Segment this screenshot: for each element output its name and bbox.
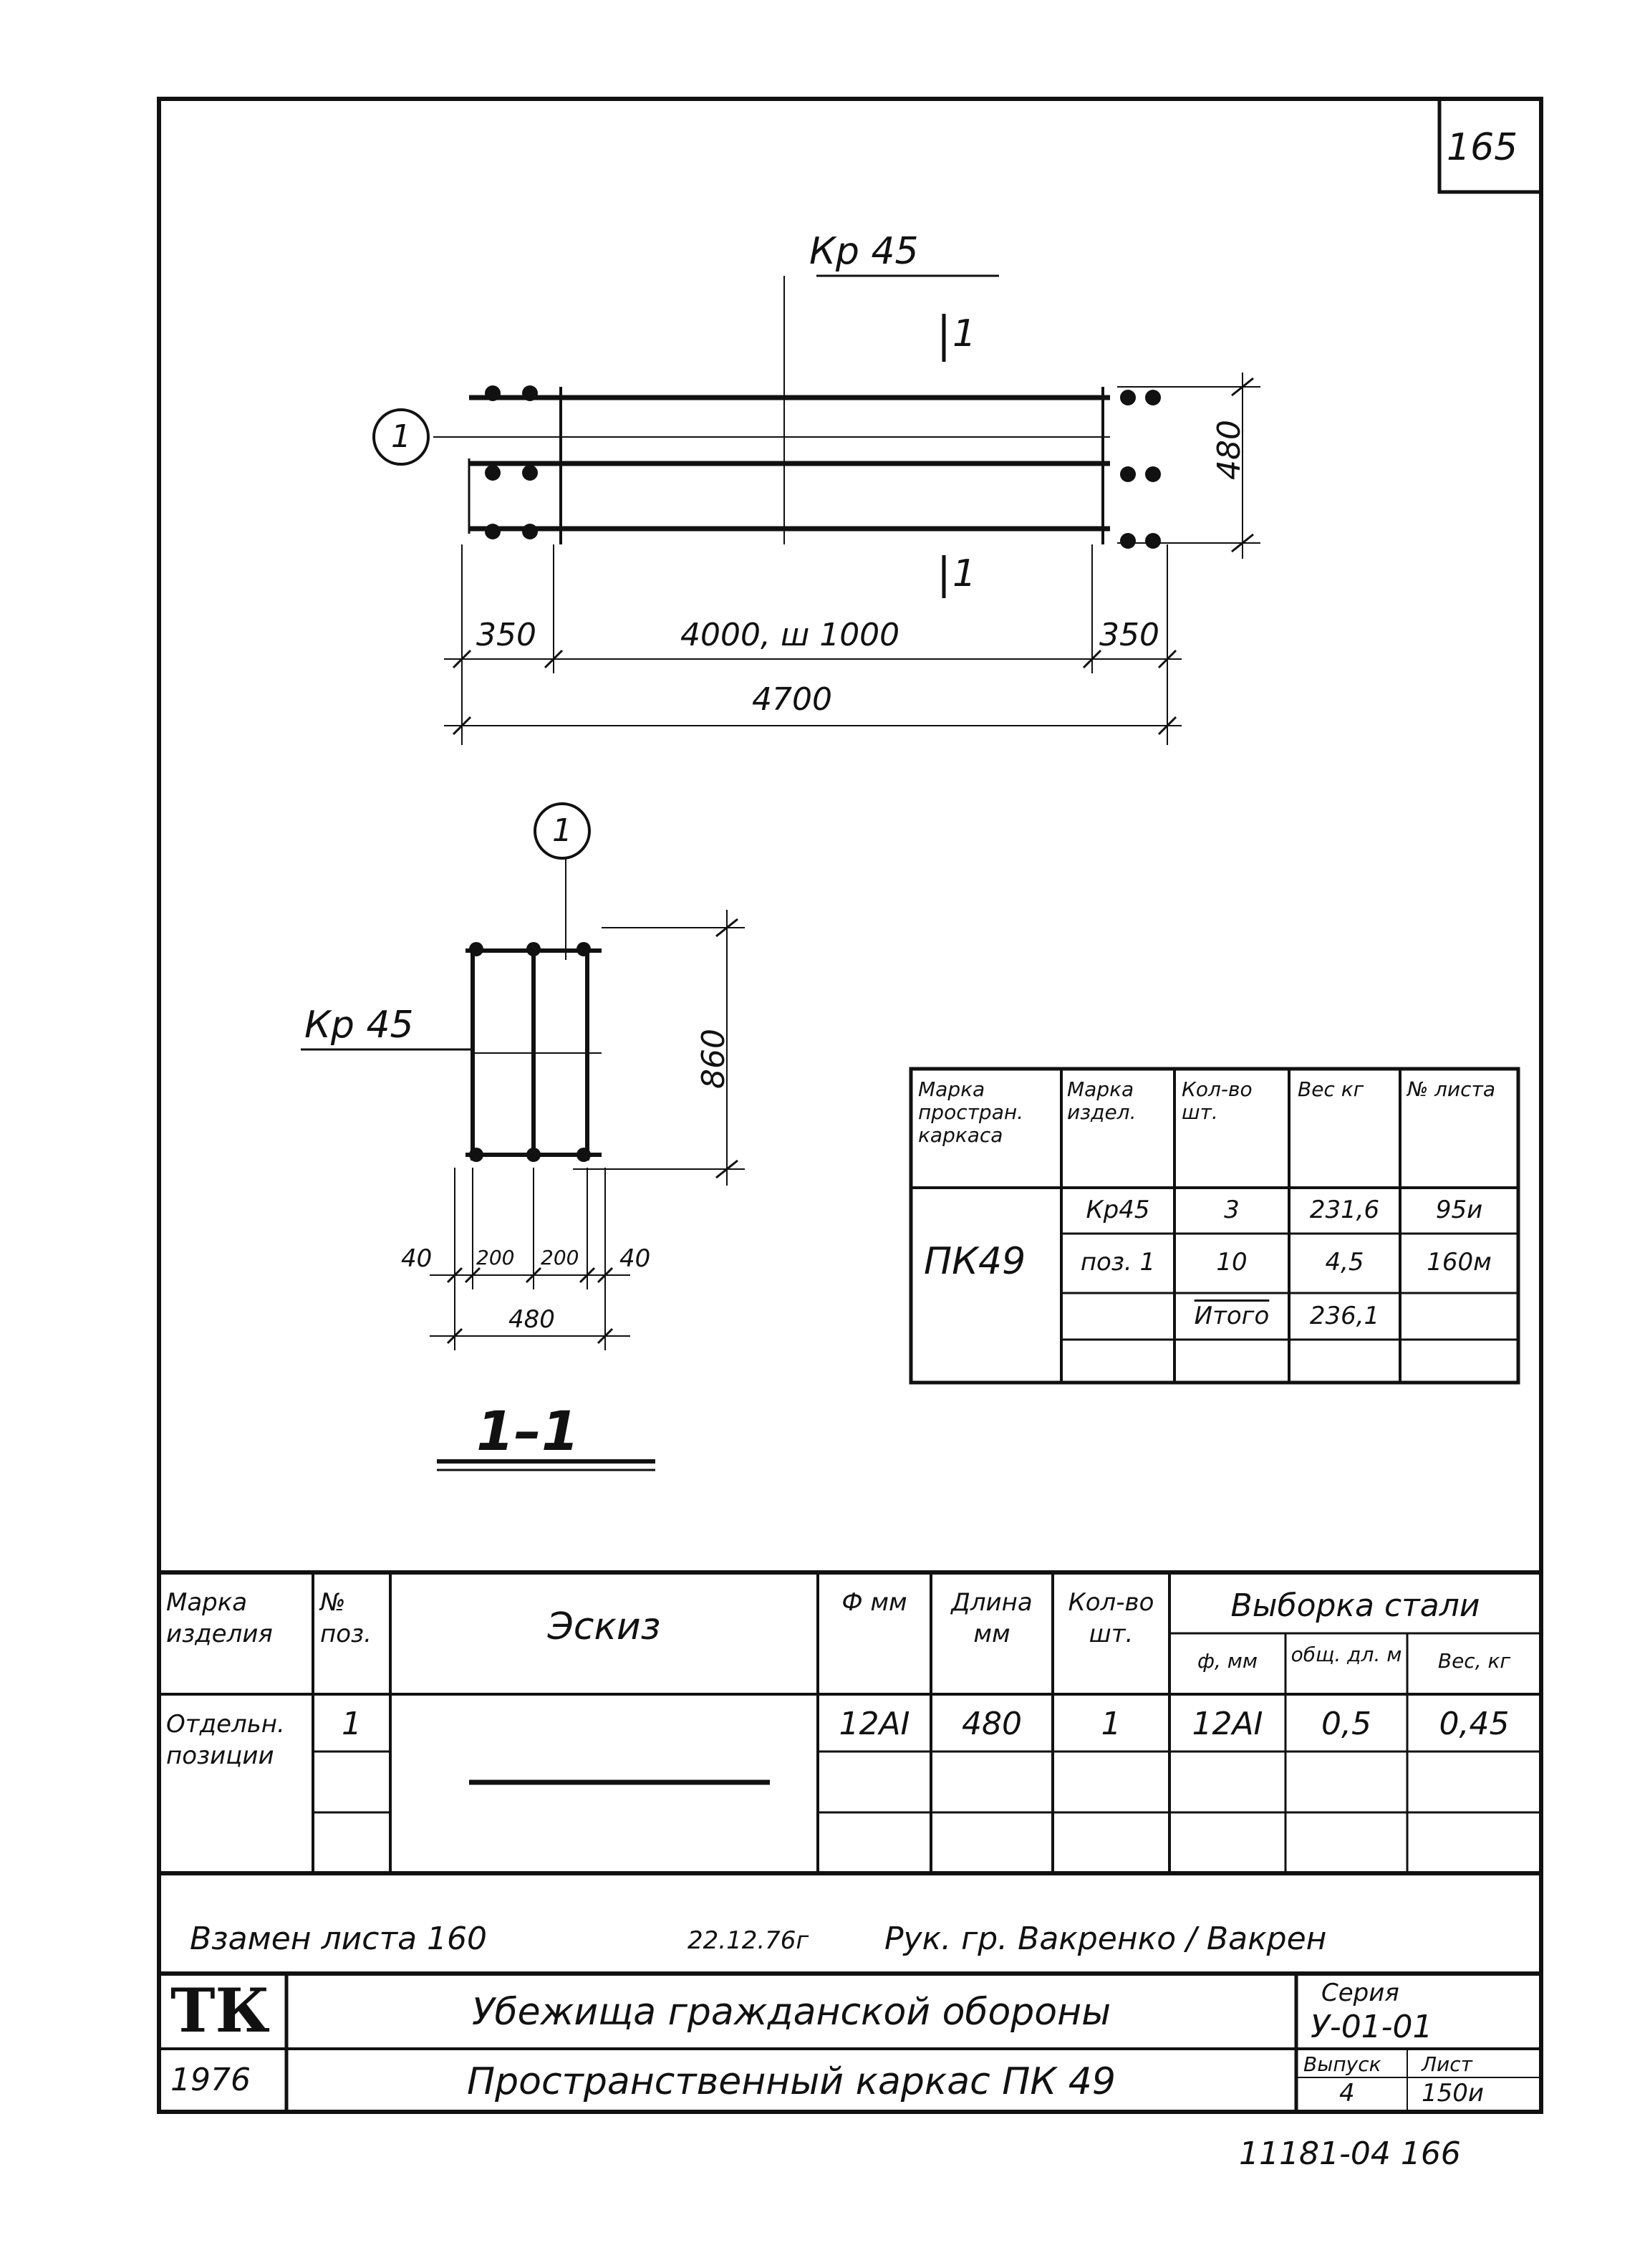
- steel-header-length: Длина мм: [951, 1588, 1033, 1649]
- section-position-callout: 1: [552, 812, 572, 849]
- steel-header-steel: Выборка стали: [1230, 1587, 1480, 1624]
- steel-row-mark: Отдельн. позиции: [166, 1710, 285, 1771]
- sheet-value: 150и: [1422, 2079, 1484, 2108]
- steel-row-steel-dia: 12AI: [1192, 1706, 1263, 1742]
- steel-header-dia: Ф мм: [841, 1588, 907, 1617]
- steel-row-steel-len: 0,5: [1321, 1706, 1371, 1742]
- section-title: 1–1: [476, 1399, 579, 1463]
- elevation-dim-middle: 4000, ш 1000: [680, 617, 900, 653]
- title-line-1: Убежища гражданской обороны: [471, 1991, 1111, 2034]
- steel-header-sketch: Эскиз: [547, 1605, 661, 1648]
- steel-header-qty: Кол-во шт.: [1068, 1588, 1154, 1649]
- spec-cell-r1-c1: Кр45: [1086, 1196, 1150, 1224]
- steel-header-steel-weight: Вес, кг: [1437, 1649, 1511, 1673]
- note-signature: Рук. гр. Вакренко / Вакрен: [884, 1921, 1327, 1957]
- elevation-dim-left: 350: [476, 617, 536, 653]
- spec-total-value: 236,1: [1309, 1302, 1380, 1330]
- org-logo: ТК: [170, 1975, 270, 2046]
- spec-header-sheet: № листа: [1407, 1077, 1495, 1101]
- spec-header-item-mark: Марка издел.: [1067, 1077, 1137, 1125]
- steel-row-pos: 1: [342, 1706, 362, 1742]
- note-date: 22.12.76г: [688, 1926, 809, 1955]
- section-mark-bottom: 1: [952, 552, 977, 595]
- spec-cell-r1-c2: 3: [1224, 1196, 1240, 1224]
- elevation-dim-right: 350: [1099, 617, 1159, 653]
- title-line-2: Пространственный каркас ПК 49: [467, 2060, 1116, 2103]
- spec-cell-r2-c4: 160м: [1427, 1248, 1492, 1277]
- title-year: 1976: [170, 2062, 251, 2098]
- sheet-label: Лист: [1422, 2052, 1472, 2076]
- spec-cell-r1-c4: 95и: [1435, 1196, 1483, 1224]
- spec-cell-r2-c1: поз. 1: [1080, 1248, 1156, 1277]
- note-replaces: Взамен листа 160: [190, 1921, 488, 1957]
- steel-row-steel-weight: 0,45: [1439, 1706, 1510, 1742]
- steel-row-dia: 12AI: [839, 1706, 910, 1742]
- steel-row-qty: 1: [1101, 1706, 1121, 1742]
- spec-header-qty: Кол-во шт.: [1182, 1077, 1253, 1125]
- issue-label: Выпуск: [1303, 2052, 1381, 2076]
- section-dim-total: 480: [508, 1305, 555, 1334]
- spec-total-label: Итого: [1194, 1302, 1270, 1330]
- spec-cell-r2-c2: 10: [1216, 1248, 1248, 1277]
- elevation-dim-total: 4700: [752, 681, 832, 718]
- steel-row-length: 480: [962, 1706, 1022, 1742]
- section-dim-part-4: 40: [619, 1244, 651, 1273]
- spec-header-frame-mark: Марка простран. каркаса: [918, 1077, 1024, 1148]
- series-label: Серия: [1321, 1979, 1399, 2007]
- section-dim-part-1: 40: [401, 1244, 433, 1273]
- series-value: У-01-01: [1311, 2009, 1433, 2045]
- section-mark-top: 1: [952, 312, 977, 355]
- steel-header-steel-dia: ф, мм: [1197, 1649, 1258, 1673]
- steel-header-mark: Марка изделия: [166, 1588, 273, 1649]
- spec-header-weight: Вес кг: [1298, 1077, 1364, 1101]
- spec-cell-r2-c3: 4,5: [1325, 1248, 1364, 1277]
- elevation-dim-height: 480: [1211, 420, 1248, 480]
- steel-header-pos: № поз.: [320, 1588, 372, 1649]
- section-dim-height: 860: [695, 1029, 732, 1089]
- spec-cell-r1-c3: 231,6: [1309, 1196, 1380, 1224]
- footer-code: 11181-04 166: [1239, 2135, 1461, 2172]
- elevation-frame-label: Кр 45: [809, 230, 919, 273]
- sheet-number: 165: [1447, 126, 1518, 169]
- steel-header-steel-len: общ. дл. м: [1290, 1643, 1402, 1666]
- section-frame-label: Кр 45: [304, 1004, 414, 1047]
- section-dim-part-3: 200: [541, 1246, 579, 1269]
- section-dim-part-2: 200: [476, 1246, 515, 1269]
- spec-frame-mark: ПК49: [924, 1240, 1026, 1283]
- issue-value: 4: [1339, 2079, 1355, 2108]
- elevation-position-callout: 1: [391, 418, 411, 455]
